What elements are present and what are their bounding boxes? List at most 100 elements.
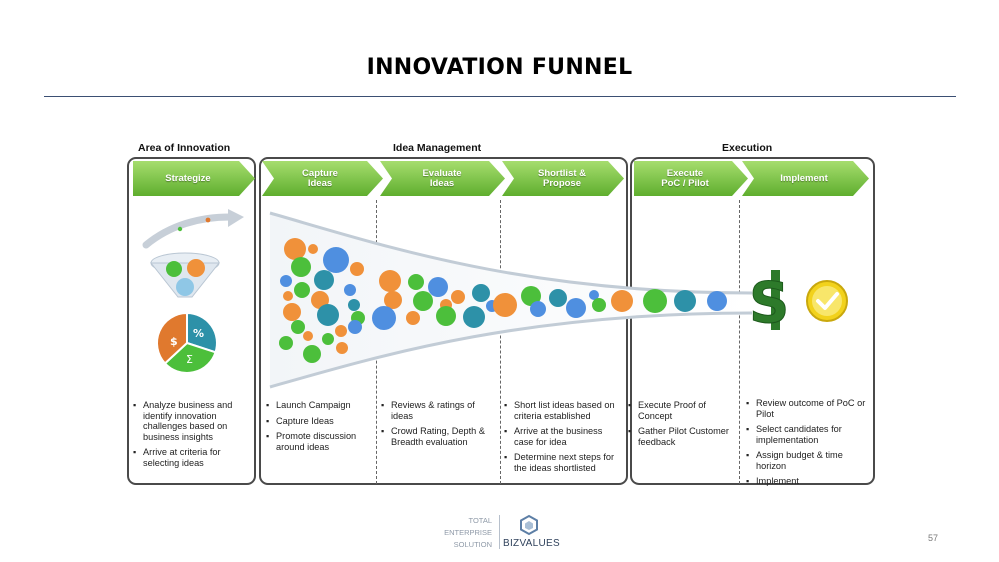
idea-bubble — [291, 320, 305, 334]
idea-bubble — [493, 293, 517, 317]
list-item: Review outcome of PoC or Pilot — [746, 398, 870, 419]
list-item: Analyze business and identify innovation… — [133, 400, 251, 442]
list-item: Crowd Rating, Depth & Breadth evaluation — [381, 426, 497, 447]
stage-arrow-shape — [133, 161, 255, 196]
list-item: Select candidates for implementation — [746, 424, 870, 445]
idea-bubble — [428, 277, 448, 297]
idea-bubble — [314, 270, 334, 290]
idea-bubble — [521, 286, 541, 306]
stage-label-execute-poc-pilot: Execute PoC / Pilot — [661, 167, 709, 189]
idea-bubble — [283, 291, 293, 301]
section-label-area-of-innovation: Area of Innovation — [138, 142, 231, 154]
idea-bubble — [280, 275, 292, 287]
stage-strategize: Strategize — [133, 161, 255, 196]
footer-brand-name: BIZVALUES — [503, 538, 560, 549]
stage-evaluate-ideas: Evaluate Ideas — [380, 161, 505, 196]
footer-separator — [499, 515, 500, 549]
idea-bubble — [643, 289, 667, 313]
stage-arrow-shape — [634, 161, 748, 196]
list-item: Short list ideas based on criteria estab… — [504, 400, 621, 421]
idea-bubble — [530, 301, 546, 317]
stage-arrow-shape — [262, 161, 383, 196]
idea-bubble — [472, 284, 490, 302]
funnel-top-edge — [269, 211, 753, 295]
stage-label-shortlist-propose: Shortlist & Propose — [537, 167, 587, 189]
list-item: Launch Campaign — [266, 400, 372, 411]
stage-shortlist-propose: Shortlist & Propose — [502, 161, 624, 196]
idea-bubble — [549, 289, 567, 307]
funnel-icon — [149, 252, 221, 298]
page-title: INNOVATION FUNNEL — [366, 55, 633, 80]
bullets-implement: Review outcome of PoC or Pilot Select ca… — [746, 398, 870, 492]
idea-bubble — [707, 291, 727, 311]
list-item: Capture Ideas — [266, 416, 372, 427]
section-label-execution: Execution — [722, 142, 773, 154]
list-item: Promote discussion around ideas — [266, 431, 372, 452]
idea-bubble — [592, 298, 606, 312]
idea-bubble — [436, 306, 456, 326]
idea-bubble — [384, 291, 402, 309]
curved-arrow-icon — [142, 209, 244, 249]
checkmark-icon — [806, 280, 848, 322]
column-divider — [500, 200, 501, 484]
pie-symbol-percent: % — [193, 327, 204, 340]
list-item: Gather Pilot Customer feedback — [628, 426, 740, 447]
bullets-capture: Launch Campaign Capture Ideas Promote di… — [266, 400, 372, 457]
idea-bubble — [308, 244, 318, 254]
idea-bubble — [303, 331, 313, 341]
list-item: Arrive at the business case for idea — [504, 426, 621, 447]
idea-bubble — [408, 274, 424, 290]
pie-symbol-sigma: Σ — [186, 353, 193, 366]
bullets-strategize: Analyze business and identify innovation… — [133, 400, 251, 473]
idea-bubble — [294, 282, 310, 298]
list-item: Implement — [746, 476, 870, 487]
idea-bubble — [348, 320, 362, 334]
idea-bubble — [283, 303, 301, 321]
innovation-funnel-graphic — [269, 211, 753, 389]
stage-arrow-shape — [742, 161, 869, 196]
stage-label-implement: Implement — [780, 172, 828, 184]
idea-bubble — [451, 290, 465, 304]
stage-label-capture-ideas: Capture Ideas — [302, 167, 338, 189]
idea-bubble — [322, 333, 334, 345]
stage-label-strategize: Strategize — [165, 172, 211, 184]
pie-chart-icon: $ % Σ — [156, 311, 218, 374]
idea-bubble — [379, 270, 401, 292]
dollar-sign-icon: S — [749, 270, 790, 332]
idea-bubble — [413, 291, 433, 311]
idea-bubble — [463, 306, 485, 328]
list-item: Determine next steps for the ideas short… — [504, 452, 621, 473]
column-divider — [739, 200, 740, 484]
idea-bubble — [566, 298, 586, 318]
idea-bubble — [311, 291, 329, 309]
idea-bubble — [291, 257, 311, 277]
title-divider — [44, 96, 956, 97]
section-label-idea-management: Idea Management — [393, 142, 482, 154]
implement-icons: S — [749, 270, 848, 332]
idea-bubble — [284, 238, 306, 260]
stage-arrow-shape — [380, 161, 505, 196]
idea-bubble — [611, 290, 633, 312]
idea-bubble — [372, 306, 396, 330]
idea-bubble — [344, 284, 356, 296]
bizvalues-logo-icon — [520, 514, 538, 536]
idea-bubble — [674, 290, 696, 312]
idea-bubble — [406, 311, 420, 325]
bullets-execute: Execute Proof of Concept Gather Pilot Cu… — [628, 400, 740, 452]
svg-text:S: S — [749, 271, 789, 332]
idea-bubble — [303, 345, 321, 363]
idea-bubble — [589, 290, 599, 300]
stage-implement: Implement — [742, 161, 869, 196]
idea-bubble — [317, 304, 339, 326]
stage-execute-poc-pilot: Execute PoC / Pilot — [634, 161, 748, 196]
page-number: 57 — [928, 533, 939, 543]
list-item: Reviews & ratings of ideas — [381, 400, 497, 421]
idea-bubble — [279, 336, 293, 350]
list-item: Assign budget & time horizon — [746, 450, 870, 471]
stage-arrow-shape — [502, 161, 624, 196]
list-item: Arrive at criteria for selecting ideas — [133, 447, 251, 468]
idea-bubble — [323, 247, 349, 273]
stage-label-evaluate-ideas: Evaluate Ideas — [422, 167, 462, 189]
bullets-evaluate: Reviews & ratings of ideas Crowd Rating,… — [381, 400, 497, 452]
idea-bubble — [335, 325, 347, 337]
